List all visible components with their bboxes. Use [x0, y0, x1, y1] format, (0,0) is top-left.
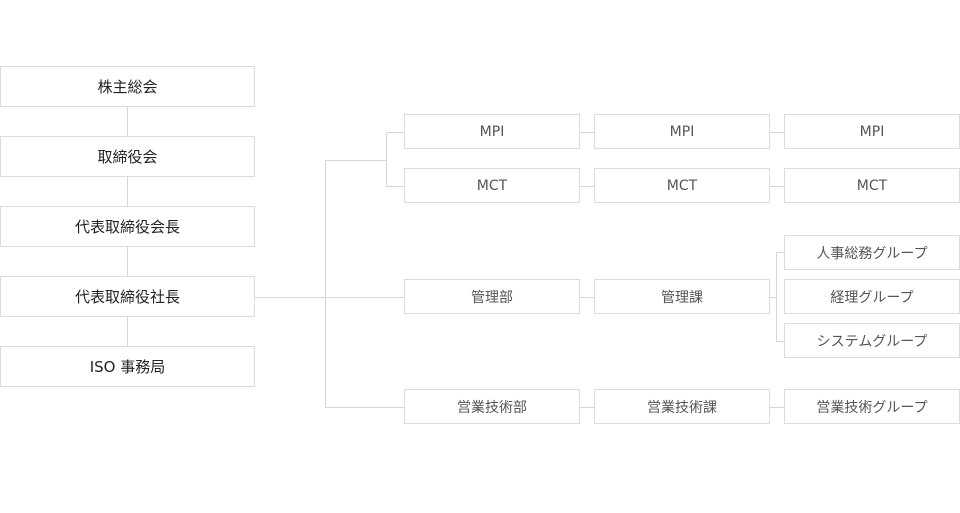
mct-section-box: MCT — [594, 168, 770, 203]
management-division-label: 管理部 — [471, 289, 513, 306]
mpi-section-label: MPI — [669, 123, 695, 140]
system-group-label: システムグループ — [816, 333, 928, 350]
hr-general-affairs-group-label: 人事総務グループ — [816, 245, 928, 262]
board-of-directors-box: 取締役会 — [0, 136, 255, 177]
mct-group-label: MCT — [856, 177, 888, 194]
mct-division-box: MCT — [404, 168, 580, 203]
sales-engineering-section-label: 営業技術課 — [647, 399, 717, 416]
mct-group-box: MCT — [784, 168, 960, 203]
system-group-box: システムグループ — [784, 323, 960, 358]
iso-office-label: ISO 事務局 — [89, 358, 166, 376]
hr-general-affairs-group-box: 人事総務グループ — [784, 235, 960, 270]
mpi-section-box: MPI — [594, 114, 770, 149]
mct-division-label: MCT — [476, 177, 508, 194]
accounting-group-label: 経理グループ — [830, 289, 914, 306]
president-box: 代表取締役社長 — [0, 276, 255, 317]
president-label: 代表取締役社長 — [74, 288, 180, 306]
sales-engineering-group-box: 営業技術グループ — [784, 389, 960, 424]
management-section-box: 管理課 — [594, 279, 770, 314]
chairman-label: 代表取締役会長 — [74, 218, 180, 236]
management-division-box: 管理部 — [404, 279, 580, 314]
mct-section-label: MCT — [666, 177, 698, 194]
mpi-division-label: MPI — [479, 123, 505, 140]
accounting-group-box: 経理グループ — [784, 279, 960, 314]
management-section-label: 管理課 — [661, 289, 703, 306]
iso-office-box: ISO 事務局 — [0, 346, 255, 387]
mpi-group-box: MPI — [784, 114, 960, 149]
shareholders-meeting-label: 株主総会 — [97, 78, 158, 96]
sales-engineering-division-box: 営業技術部 — [404, 389, 580, 424]
sales-engineering-division-label: 営業技術部 — [457, 399, 527, 416]
mpi-group-label: MPI — [859, 123, 885, 140]
chairman-box: 代表取締役会長 — [0, 206, 255, 247]
shareholders-meeting-box: 株主総会 — [0, 66, 255, 107]
sales-engineering-group-label: 営業技術グループ — [816, 399, 928, 416]
mpi-division-box: MPI — [404, 114, 580, 149]
board-of-directors-label: 取締役会 — [97, 148, 158, 166]
sales-engineering-section-box: 営業技術課 — [594, 389, 770, 424]
